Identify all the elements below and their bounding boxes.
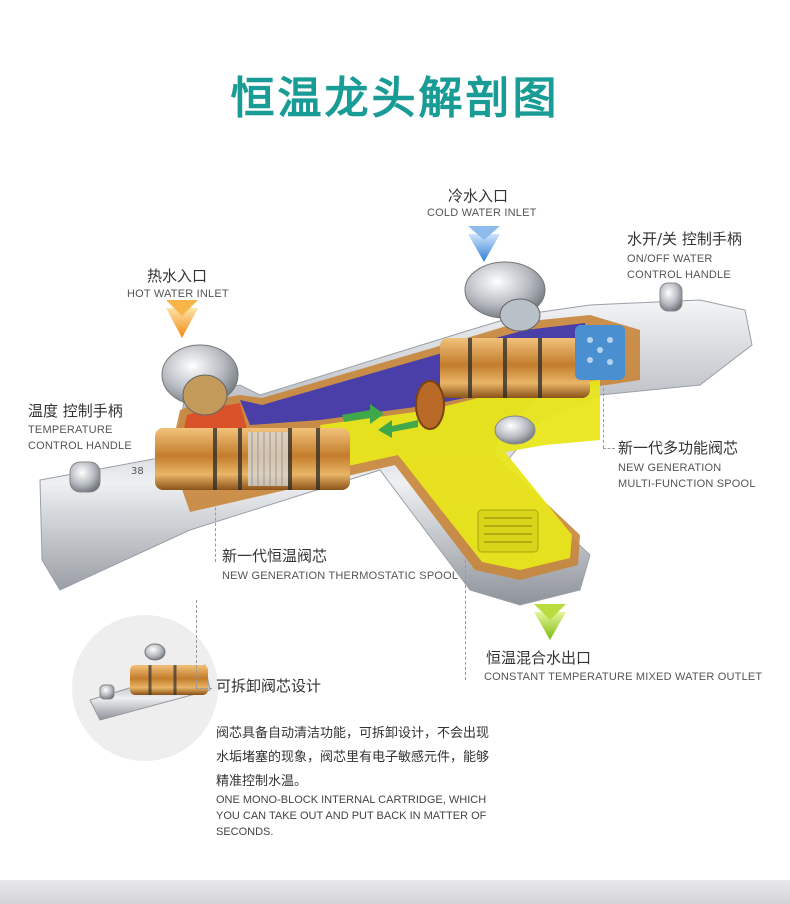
onoff-label-en-1: ON/OFF WATER — [627, 253, 713, 265]
leader-line — [196, 600, 197, 688]
temp-label-en-1: TEMPERATURE — [28, 424, 113, 436]
onoff-label-zh: 水开/关 控制手柄 — [627, 230, 742, 248]
temperature-dial-value: 38 — [131, 466, 144, 477]
description-zh: 阀芯具备自动清洁功能，可拆卸设计，不会出现水垢堵塞的现象，阀芯里有电子敏感元件，… — [216, 726, 490, 789]
leader-line — [196, 688, 212, 689]
hot-inlet-label-en: HOT WATER INLET — [127, 288, 229, 300]
onoff-label-en-2: CONTROL HANDLE — [627, 269, 731, 281]
cold-inlet-label-zh: 冷水入口 — [448, 187, 509, 205]
page-title: 恒温龙头解剖图 — [230, 73, 560, 124]
leader-line — [603, 448, 615, 449]
leader-line — [215, 492, 216, 562]
leader-line — [465, 560, 466, 680]
outlet-arrow-icon — [534, 612, 566, 640]
thermo-spool-label-en: NEW GENERATION THERMOSTATIC SPOOL — [222, 570, 459, 582]
thermo-spool-label-zh: 新一代恒温阀芯 — [222, 547, 328, 565]
temp-label-en-2: CONTROL HANDLE — [28, 440, 132, 452]
cold-inlet-arrow-icon — [468, 234, 500, 262]
description-en: ONE MONO-BLOCK INTERNAL CARTRIDGE, WHICH… — [216, 794, 487, 838]
next-section-strip — [0, 880, 790, 904]
outlet-label-zh: 恒温混合水出口 — [486, 649, 592, 667]
hot-inlet-label-zh: 热水入口 — [147, 267, 208, 285]
leader-line — [603, 388, 604, 448]
temp-label-zh: 温度 控制手柄 — [28, 402, 123, 420]
multi-spool-label-zh: 新一代多功能阀芯 — [618, 439, 739, 457]
outlet-label-en: CONSTANT TEMPERATURE MIXED WATER OUTLET — [484, 671, 763, 683]
multi-spool-label-en-2: MULTI-FUNCTION SPOOL — [618, 478, 756, 490]
cold-inlet-label: 冷水入口 — [448, 185, 508, 206]
cold-inlet-label-en: COLD WATER INLET — [427, 207, 537, 219]
removable-spool-label: 可拆卸阀芯设计 — [216, 677, 322, 695]
multi-spool-label-en-1: NEW GENERATION — [618, 462, 722, 474]
hot-inlet-arrow-icon — [166, 308, 198, 338]
multi-function-spool-part — [440, 338, 590, 398]
